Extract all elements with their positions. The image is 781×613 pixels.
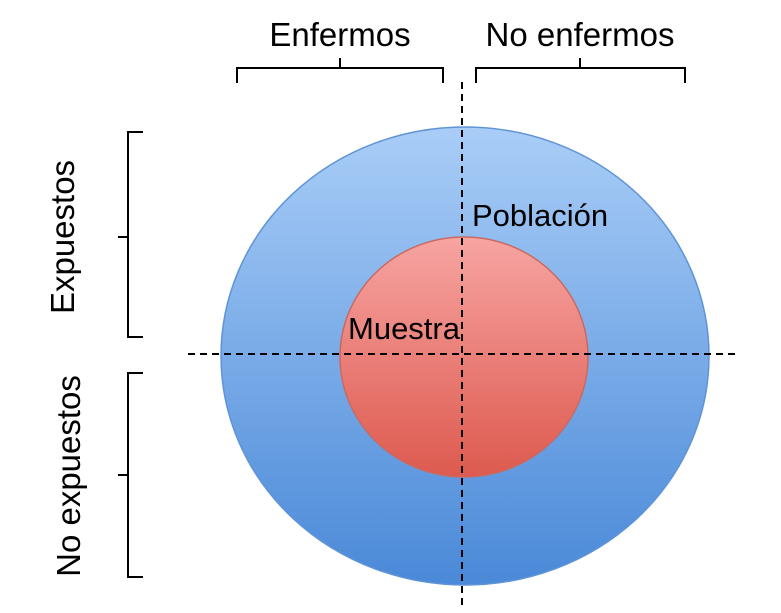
enfermos-bracket	[236, 58, 444, 83]
expuestos-label: Expuestos	[44, 160, 81, 314]
enfermos-label: Enfermos	[269, 16, 410, 53]
no-enfermos-label: No enfermos	[486, 16, 675, 53]
muestra-label: Muestra	[348, 311, 461, 346]
no-expuestos-bracket	[118, 372, 143, 578]
poblacion-label: Población	[472, 198, 608, 233]
expuestos-bracket	[118, 131, 143, 338]
sample-circle	[339, 236, 589, 478]
no-enfermos-bracket	[475, 58, 686, 83]
no-expuestos-label: No expuestos	[50, 375, 87, 577]
